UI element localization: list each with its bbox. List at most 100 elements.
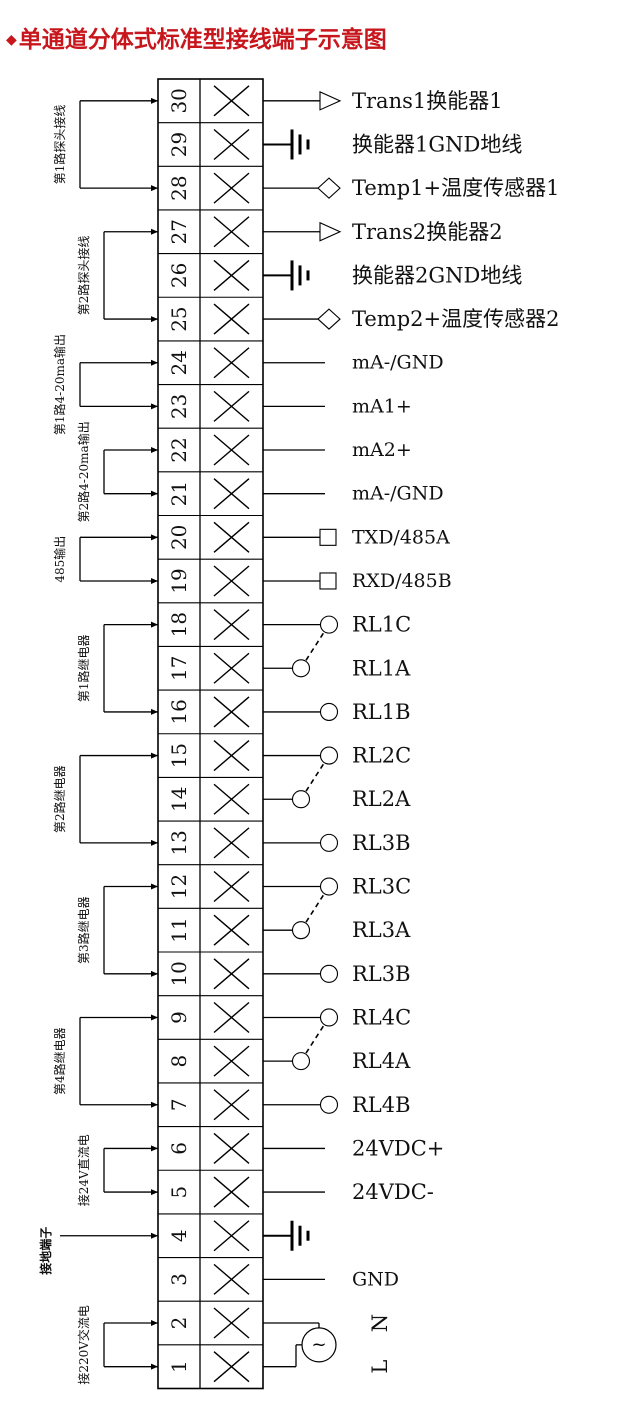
relay-contact-icon xyxy=(319,877,339,896)
bracket-arrow-icon xyxy=(151,490,158,497)
screw-cross-icon xyxy=(213,609,250,641)
signal-label-22: mA2+ xyxy=(352,439,412,461)
group-label: 第2路继电器 xyxy=(52,765,67,833)
signal-label-21: mA-/GND xyxy=(352,483,444,505)
relay-contact-icon xyxy=(319,615,339,634)
screw-cross-icon xyxy=(213,740,250,772)
bracket-arrow-icon xyxy=(151,883,158,890)
signal-label-5: 24VDC- xyxy=(352,1180,434,1204)
signal-label-17: RL1A xyxy=(352,656,411,680)
relay-switch-dashed-line xyxy=(305,631,325,661)
bracket-arrow-icon xyxy=(151,1363,158,1370)
temperature-sensor-diamond-icon xyxy=(317,308,341,330)
relay-common-icon xyxy=(291,659,311,678)
relay-contact-icon xyxy=(319,1008,339,1027)
diagram-title-text: 单通道分体式标准型接线端子示意图 xyxy=(18,27,387,53)
signal-label-26: 换能器2GND地线 xyxy=(352,263,522,287)
signal-label-7: RL4B xyxy=(352,1093,411,1117)
screw-cross-icon xyxy=(213,1045,250,1077)
signal-label-24: mA-/GND xyxy=(352,352,444,374)
signal-label-19: RXD/485B xyxy=(352,570,452,592)
signal-label-8: RL4A xyxy=(352,1049,411,1073)
terminal-number-29: 29 xyxy=(167,132,191,157)
group-label: 接24V直流电 xyxy=(76,1134,91,1206)
bracket-arrow-icon xyxy=(151,534,158,541)
bracket-arrow-icon xyxy=(151,1014,158,1021)
relay-switch-dashed-line xyxy=(305,762,325,792)
terminal-number-13: 13 xyxy=(167,830,191,855)
signal-label-6: 24VDC+ xyxy=(352,1136,444,1160)
group-label: 第1路继电器 xyxy=(76,634,91,702)
relay-common-icon xyxy=(291,790,311,809)
terminal-number-6: 6 xyxy=(167,1142,191,1155)
bracket-arrow-icon xyxy=(151,970,158,977)
screw-cross-icon xyxy=(213,652,250,684)
signal-label-30: Trans1换能器1 xyxy=(352,89,503,113)
bracket-arrow-icon xyxy=(151,621,158,628)
screw-cross-icon xyxy=(213,827,250,859)
signal-label-18: RL1C xyxy=(352,613,411,637)
screw-cross-icon xyxy=(213,565,250,597)
screw-cross-icon xyxy=(213,1132,250,1164)
bracket-arrow-icon xyxy=(151,839,158,846)
signal-wires: Trans1换能器1换能器1GND地线Temp1+温度传感器1Trans2换能器… xyxy=(263,89,559,1374)
signal-label-29: 换能器1GND地线 xyxy=(352,132,522,156)
screw-cross-icon xyxy=(213,1263,250,1295)
screw-cross-icon xyxy=(213,1351,250,1383)
communication-port-icon xyxy=(319,528,337,546)
terminal-number-10: 10 xyxy=(167,961,191,986)
temperature-sensor-diamond-icon xyxy=(317,177,341,199)
signal-label-10: RL3B xyxy=(352,962,411,986)
screw-cross-icon xyxy=(213,390,250,422)
group-label: 485输出 xyxy=(52,536,67,583)
relay-contact-icon xyxy=(319,702,339,721)
terminal-number-4: 4 xyxy=(167,1229,191,1242)
bracket-arrow-icon xyxy=(151,97,158,104)
terminal-number-25: 25 xyxy=(167,306,191,331)
transducer-arrow-icon xyxy=(319,221,342,242)
signal-label-15: RL2C xyxy=(352,744,411,768)
group-label: 第1路4-20ma输出 xyxy=(52,334,67,435)
terminal-number-22: 22 xyxy=(167,437,191,462)
terminal-number-16: 16 xyxy=(167,699,191,724)
screw-cross-icon xyxy=(213,958,250,990)
relay-switch-dashed-line xyxy=(305,1024,325,1054)
relay-common-icon xyxy=(291,921,311,940)
screw-cross-icon xyxy=(213,303,250,335)
signal-label-2: N xyxy=(368,1314,392,1332)
screw-cross-icon xyxy=(213,1307,250,1339)
bracket-arrow-icon xyxy=(151,1189,158,1196)
bracket-arrow-icon xyxy=(151,359,158,366)
signal-label-11: RL3A xyxy=(352,918,411,942)
bracket-arrow-icon xyxy=(151,1232,158,1239)
group-label: 第2路探头接线 xyxy=(76,236,91,316)
bracket-arrow-icon xyxy=(151,228,158,235)
terminal-number-17: 17 xyxy=(167,656,191,681)
screw-cross-icon xyxy=(213,259,250,291)
group-brackets: 第1路探头接线第2路探头接线第1路4-20ma输出第2路4-20ma输出485输… xyxy=(38,97,158,1385)
screw-cross-icon xyxy=(213,914,250,946)
diamond-bullet-icon: ◆ xyxy=(6,32,17,48)
screw-cross-icon xyxy=(213,347,250,379)
screw-cross-icon xyxy=(213,870,250,903)
relay-contact-icon xyxy=(319,1095,339,1114)
ac-wave-icon: ~ xyxy=(311,1334,326,1355)
screw-cross-icon xyxy=(213,434,250,466)
terminal-number-21: 21 xyxy=(167,481,191,506)
relay-contact-icon xyxy=(319,964,339,983)
terminal-number-23: 23 xyxy=(167,394,191,419)
diagram-title: ◆单通道分体式标准型接线端子示意图 xyxy=(6,20,387,60)
communication-port-icon xyxy=(319,572,337,590)
screw-cross-icon xyxy=(213,1220,250,1252)
terminal-number-19: 19 xyxy=(167,568,191,593)
bracket-arrow-icon xyxy=(151,316,158,323)
screw-cross-icon xyxy=(213,85,250,117)
bracket-arrow-icon xyxy=(151,752,158,759)
signal-label-27: Trans2换能器2 xyxy=(352,220,503,244)
screw-cross-icon xyxy=(213,128,250,161)
signal-label-20: TXD/485A xyxy=(352,526,450,548)
terminal-number-15: 15 xyxy=(167,743,191,768)
signal-label-13: RL3B xyxy=(352,831,411,855)
terminal-number-28: 28 xyxy=(167,175,191,200)
